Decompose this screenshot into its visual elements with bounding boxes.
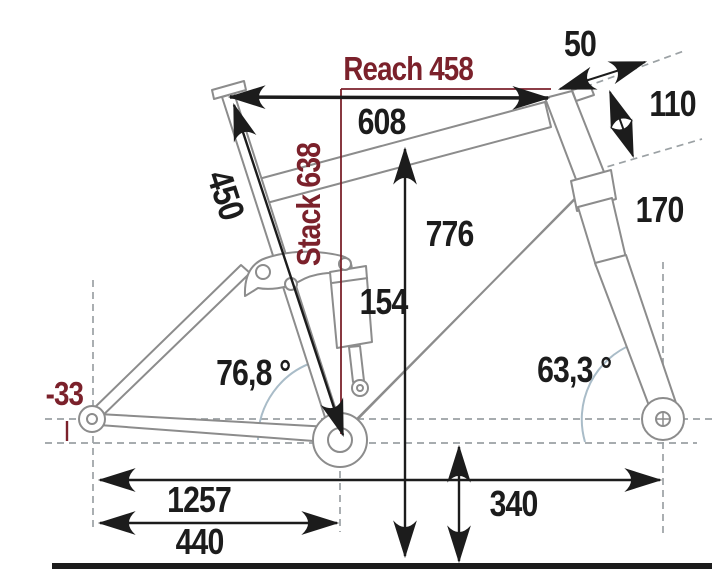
bottom-bracket-inner	[327, 427, 353, 453]
top-tube-label: 608	[357, 101, 407, 142]
head-angle-arc	[580, 343, 634, 443]
fork-label: 170	[635, 189, 685, 230]
bb-height-label: 340	[489, 483, 539, 524]
rear-dropout-axle	[86, 413, 98, 425]
reach-label: Reach 458	[343, 50, 473, 87]
rocker-pivot-front	[255, 264, 271, 280]
head-tube	[544, 90, 605, 183]
top-tube-dimension	[227, 85, 551, 110]
standover-label: 776	[425, 213, 475, 254]
front-axle-cross-icon	[657, 413, 669, 425]
head-tube-dimension	[609, 89, 634, 159]
seat-tube-dimension	[232, 102, 345, 438]
shock-shaft	[348, 345, 365, 383]
wheelbase-label: 1257	[167, 479, 232, 520]
stack-label: Stack 638	[290, 142, 328, 267]
shock-lower-eyelet-bolt	[356, 384, 364, 392]
head-top-plane-guide	[573, 50, 685, 92]
shock-label: 154	[359, 281, 409, 322]
seat-angle-label: 76,8 °	[216, 352, 291, 393]
head-tube-label: 110	[649, 83, 696, 124]
head-angle-label: 63,3 °	[537, 349, 612, 390]
seat-stay	[88, 264, 251, 423]
stem-dimension	[557, 61, 648, 90]
bb-drop-label: -33	[45, 375, 84, 412]
chainstay-label: 440	[175, 521, 225, 562]
stem-length-label: 50	[564, 23, 597, 64]
fork-stanchion	[577, 197, 627, 267]
head-bottom-plane-guide	[595, 138, 703, 171]
